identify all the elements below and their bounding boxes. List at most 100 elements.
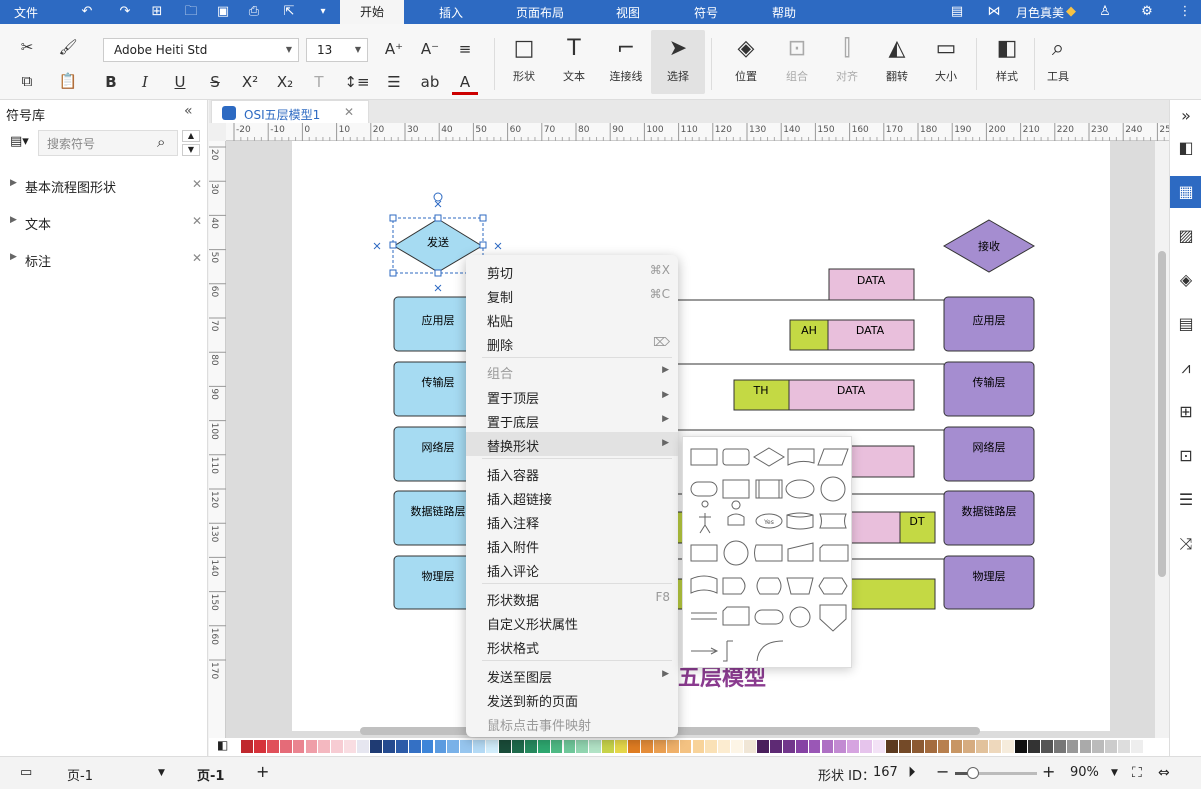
color-swatch[interactable] (705, 740, 718, 753)
color-swatch[interactable] (886, 740, 898, 753)
color-swatch[interactable] (860, 740, 873, 753)
shape-option-diamond[interactable] (753, 447, 785, 467)
app-menu-icon[interactable]: ⋮ (1178, 4, 1192, 19)
fit-width-icon[interactable]: ⇔ (1158, 765, 1170, 781)
shape-option-internal-storage[interactable] (690, 544, 718, 562)
menu-item-copy[interactable]: 复制⌘C (466, 283, 678, 307)
shape-option-annotation[interactable] (723, 640, 733, 662)
color-swatch[interactable] (976, 740, 989, 753)
color-swatch[interactable] (963, 740, 976, 753)
color-swatch[interactable] (241, 740, 253, 753)
color-swatch[interactable] (1053, 740, 1066, 753)
highlight-icon[interactable]: ab (420, 73, 440, 91)
shape-option-pill[interactable] (754, 609, 784, 625)
color-swatch[interactable] (666, 740, 679, 753)
outline-icon[interactable]: ☰ (1178, 490, 1194, 509)
close-icon[interactable]: ✕ (192, 251, 203, 265)
shape-option-database[interactable] (786, 512, 814, 530)
tab-page-layout[interactable]: 页面布局 (516, 6, 565, 20)
bold-icon[interactable]: B (105, 73, 117, 91)
shape-option-card[interactable] (819, 544, 849, 562)
color-swatch[interactable] (305, 740, 318, 753)
shape-option-yes-oval[interactable] (755, 513, 783, 529)
color-swatch[interactable] (679, 740, 692, 753)
paste-icon[interactable]: 📋 (58, 72, 78, 90)
color-swatch[interactable] (382, 740, 395, 753)
message-icon[interactable]: ▤ (950, 4, 964, 19)
line-spacing-icon[interactable]: ↕≡ (344, 73, 370, 91)
shape-option-hexagon[interactable] (818, 577, 848, 595)
menu-item-delete[interactable]: 删除⌦ (466, 331, 678, 355)
font-color-icon[interactable]: A (452, 69, 478, 95)
color-swatch[interactable] (1015, 740, 1027, 753)
horizontal-scrollbar[interactable] (226, 724, 1155, 738)
menu-item-send-to-back[interactable]: 置于底层▶ (466, 408, 678, 432)
shape-option-manual-input[interactable] (754, 544, 783, 562)
color-swatch[interactable] (279, 740, 292, 753)
symbol-search-input[interactable]: 搜索符号 ⌕ (38, 130, 178, 156)
undo-icon[interactable]: ↶ (81, 4, 93, 19)
style-button[interactable]: ◧ 样式 (980, 30, 1034, 94)
color-swatch[interactable] (615, 740, 627, 753)
flip-button[interactable]: ◭ 翻转 (870, 30, 924, 94)
color-swatch[interactable] (989, 740, 1002, 753)
shape-option-display[interactable] (756, 577, 782, 595)
color-swatch[interactable] (421, 740, 434, 753)
save-icon[interactable]: ▣ (216, 4, 230, 19)
color-swatch[interactable] (511, 740, 524, 753)
zoom-slider-knob[interactable] (967, 767, 980, 779)
search-icon[interactable]: ⌕ (157, 133, 166, 151)
color-swatch[interactable] (821, 740, 834, 753)
increase-font-icon[interactable]: A⁺ (384, 40, 404, 58)
shape-option-arc[interactable] (756, 640, 784, 662)
shape-option-actor[interactable] (699, 500, 711, 534)
zoom-out-icon[interactable]: − (936, 762, 950, 781)
zoom-slider[interactable] (955, 767, 1037, 779)
fill-bucket-icon[interactable]: ◧ (217, 738, 229, 752)
strikethrough-icon[interactable]: S (210, 73, 220, 91)
print-icon[interactable]: ⎙ (248, 4, 260, 19)
document-icon[interactable]: ▤ (1178, 314, 1194, 333)
italic-icon[interactable]: I (142, 73, 148, 91)
play-icon[interactable]: ⏵ (908, 763, 916, 781)
menu-item-replace-shape[interactable]: 替换形状▶ (466, 432, 678, 456)
color-swatch[interactable] (408, 740, 421, 753)
underline-icon[interactable]: U (174, 73, 186, 91)
shape-option-stored-data[interactable] (819, 513, 847, 529)
color-swatch[interactable] (718, 740, 731, 753)
color-swatch[interactable] (576, 740, 589, 753)
color-swatch[interactable] (447, 740, 460, 753)
color-swatch[interactable] (292, 740, 305, 753)
export-icon[interactable]: ⇱ (283, 4, 295, 19)
tools-button[interactable]: ⌕ 工具 (1031, 30, 1085, 94)
shape-option-card-alt[interactable] (722, 606, 750, 626)
color-swatch[interactable] (834, 740, 847, 753)
color-swatch[interactable] (937, 740, 950, 753)
color-swatch[interactable] (692, 740, 705, 753)
expand-panel-icon[interactable]: » (1181, 106, 1191, 125)
color-swatch[interactable] (911, 740, 924, 753)
color-swatch[interactable] (1118, 740, 1131, 753)
add-page-icon[interactable]: + (256, 762, 270, 781)
color-swatch[interactable] (318, 740, 331, 753)
color-swatch[interactable] (640, 740, 653, 753)
color-swatch[interactable] (460, 740, 473, 753)
color-swatch[interactable] (1131, 740, 1143, 753)
shape-option-document[interactable] (787, 448, 815, 466)
collapse-panel-icon[interactable]: « (184, 103, 193, 119)
color-swatch[interactable] (757, 740, 769, 753)
close-icon[interactable]: ✕ (192, 177, 203, 191)
page-tab[interactable]: 页-1 (197, 769, 225, 784)
menu-item-paste[interactable]: 粘贴 (466, 307, 678, 331)
shape-option-parallel-lines[interactable] (691, 612, 717, 620)
layers-icon[interactable]: ◈ (1179, 270, 1193, 289)
user-name[interactable]: 月色真美 (1016, 6, 1065, 20)
scroll-down-icon[interactable]: ▼ (182, 144, 200, 156)
text-style-icon[interactable]: T (314, 73, 324, 91)
image-icon[interactable]: ▨ (1178, 226, 1194, 245)
color-swatch[interactable] (499, 740, 511, 753)
quick-access-dropdown-icon[interactable]: ▾ (320, 6, 326, 17)
color-swatch[interactable] (898, 740, 911, 753)
font-size-select[interactable]: 13 ▼ (306, 38, 368, 62)
shape-option-parallelogram[interactable] (817, 448, 849, 466)
